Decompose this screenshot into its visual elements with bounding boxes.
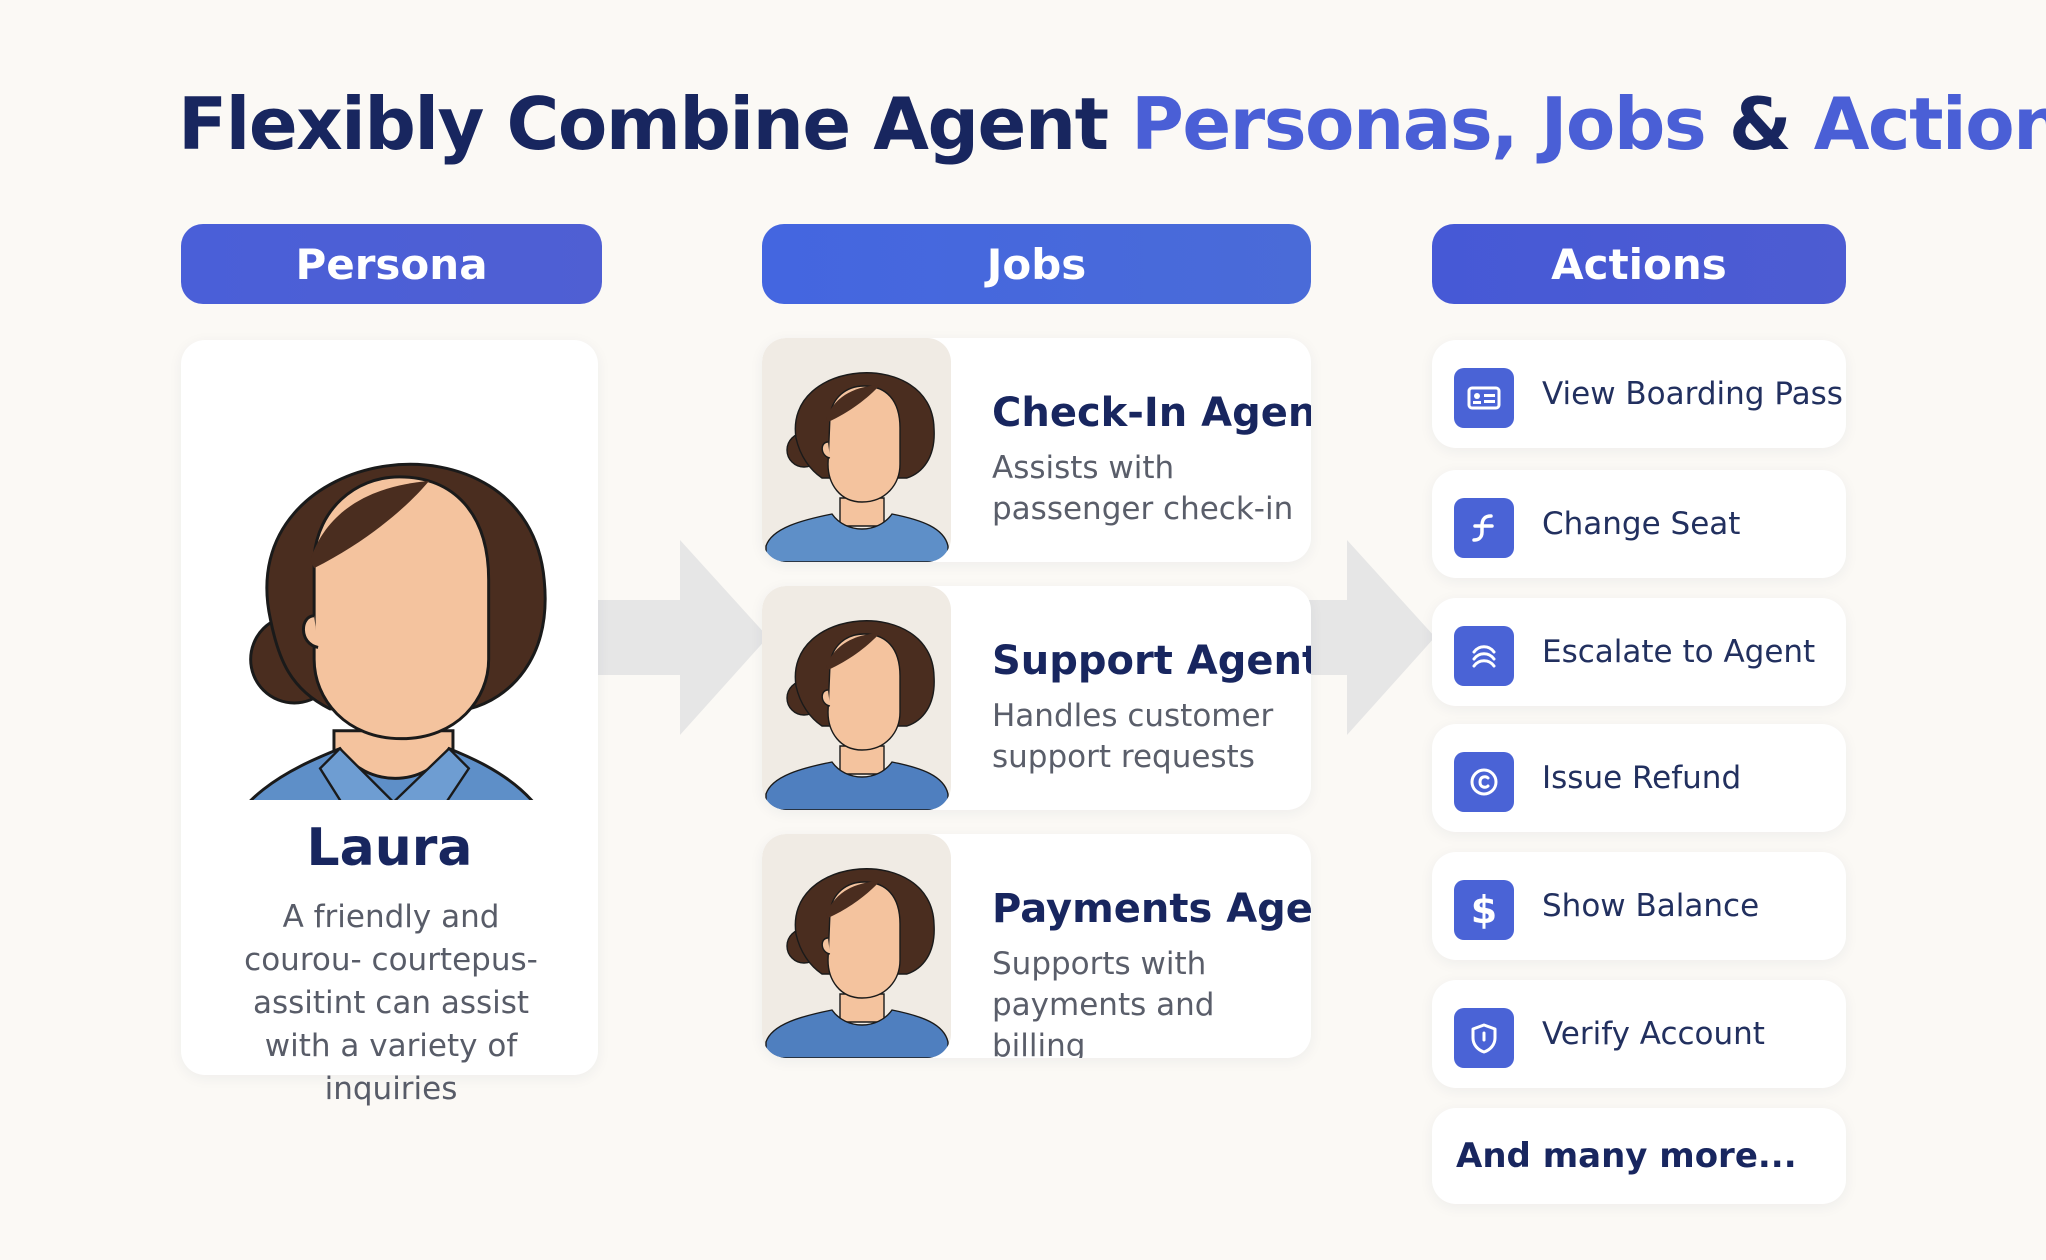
agent-avatar-icon: [765, 620, 949, 810]
refund-icon: [1454, 752, 1514, 812]
job-card-support[interactable]: Support Agent Handles customer support r…: [762, 586, 1311, 810]
seat-icon: [1454, 498, 1514, 558]
job-avatar: [762, 834, 951, 1058]
agent-avatar-icon: [765, 868, 949, 1058]
action-more[interactable]: And many more...: [1432, 1108, 1846, 1204]
job-avatar: [762, 586, 951, 810]
job-title: Support Agent: [992, 638, 1311, 684]
persona-name: Laura: [306, 818, 473, 878]
title-part-3: &: [1705, 82, 1814, 166]
persona-description: A friendly and courou- courtepus-assitin…: [244, 899, 538, 1107]
id-card-icon: [1454, 368, 1514, 428]
jobs-column-header: Jobs: [762, 224, 1311, 304]
escalate-icon: [1454, 626, 1514, 686]
title-part-4: Actions: [1813, 82, 2046, 166]
action-label: View Boarding Pass: [1542, 376, 1843, 412]
arrow-right-icon: [598, 540, 768, 735]
action-label: Verify Account: [1542, 1016, 1765, 1052]
job-avatar: [762, 338, 951, 562]
action-escalate-to-agent[interactable]: Escalate to Agent: [1432, 598, 1846, 706]
job-description: Supports with payments and billing: [992, 946, 1215, 1058]
action-show-balance[interactable]: $ Show Balance: [1432, 852, 1846, 960]
dollar-icon: $: [1454, 880, 1514, 940]
page-title: Flexibly Combine Agent Personas, Jobs & …: [178, 82, 2046, 166]
persona-avatar: [249, 462, 547, 800]
job-card-payments[interactable]: Payments Agent Supports with payments an…: [762, 834, 1311, 1058]
more-label: And many more...: [1456, 1136, 1797, 1176]
job-card-check-in[interactable]: Check-In Agent Assists with passenger ch…: [762, 338, 1311, 562]
persona-card: Laura A friendly and courou- courtepus-a…: [181, 340, 598, 1107]
job-title: Check-In Agent: [992, 390, 1311, 436]
action-verify-account[interactable]: Verify Account: [1432, 980, 1846, 1088]
shield-icon: [1454, 1008, 1514, 1068]
actions-column-header: Actions: [1432, 224, 1846, 304]
action-change-seat[interactable]: Change Seat: [1432, 470, 1846, 578]
agent-avatar-icon: [765, 372, 949, 562]
job-description: Assists with passenger check-in: [992, 450, 1294, 527]
title-part-1: Flexibly Combine Agent: [178, 82, 1132, 166]
action-view-boarding-pass[interactable]: View Boarding Pass: [1432, 340, 1846, 448]
title-part-2: Personas, Jobs: [1131, 82, 1707, 166]
job-description: Handles customer support requests: [992, 698, 1274, 775]
job-title: Payments Agent: [992, 886, 1311, 932]
action-label: Show Balance: [1542, 888, 1760, 924]
arrow-right-icon: [1305, 540, 1435, 735]
action-issue-refund[interactable]: Issue Refund: [1432, 724, 1846, 832]
action-label: Change Seat: [1542, 506, 1741, 542]
action-label: Escalate to Agent: [1542, 634, 1816, 670]
action-label: Issue Refund: [1542, 760, 1742, 796]
persona-column-header: Persona: [181, 224, 602, 304]
